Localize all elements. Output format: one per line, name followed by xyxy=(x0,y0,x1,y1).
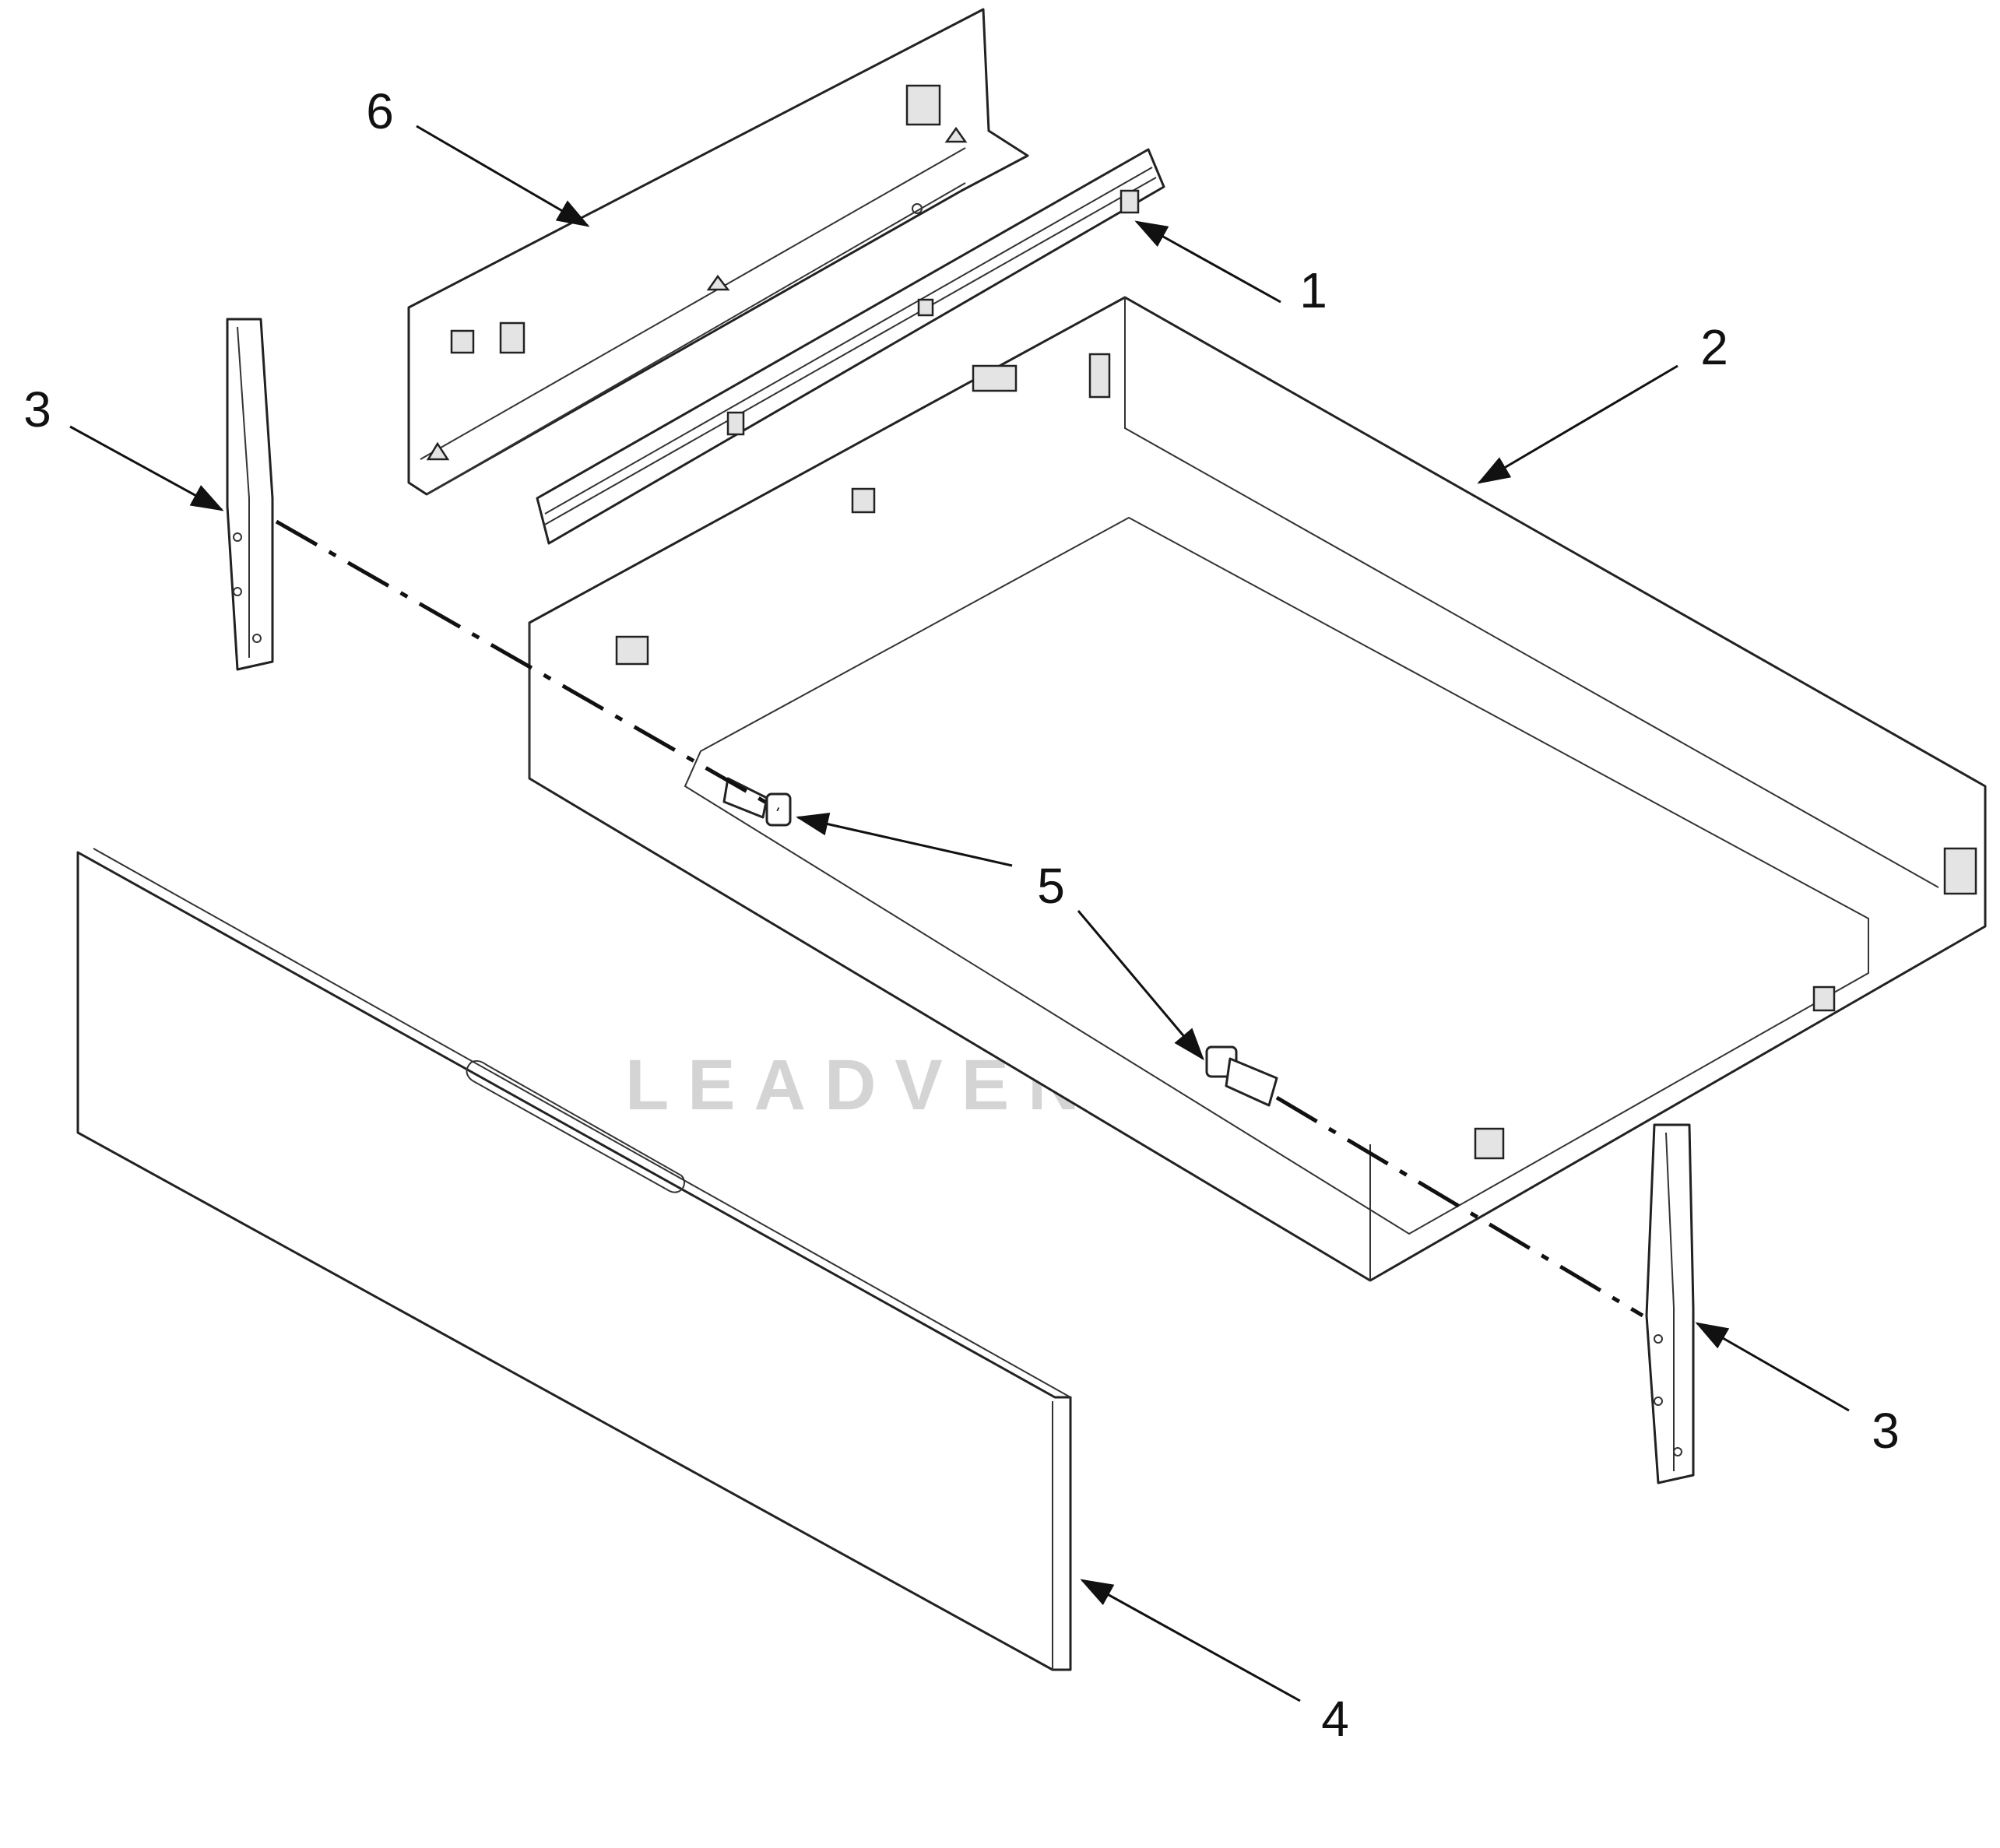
leader-2 xyxy=(1477,364,1678,484)
part-3-left-bracket xyxy=(226,318,274,671)
part-2-drawer-body xyxy=(528,296,1987,1282)
leader-5-left xyxy=(796,812,1013,867)
leader-5-right xyxy=(1077,910,1204,1061)
part-4-drawer-front xyxy=(76,848,1072,1671)
callout-4: 4 xyxy=(1321,1691,1349,1747)
callout-6: 6 xyxy=(366,83,394,139)
drawer-handle xyxy=(466,1060,685,1193)
callout-3-right: 3 xyxy=(1872,1403,1900,1459)
leader-4 xyxy=(1080,1579,1301,1702)
callout-2: 2 xyxy=(1700,319,1728,375)
part-1-drawer-slide xyxy=(536,148,1165,545)
callout-1: 1 xyxy=(1299,262,1327,318)
part-5-screw-right xyxy=(1205,1045,1278,1107)
leader-3-left xyxy=(69,425,224,511)
leader-3-right xyxy=(1695,1322,1850,1412)
assembly-line-right xyxy=(1275,1095,1644,1318)
leader-1 xyxy=(1134,220,1281,304)
callout-3-left: 3 xyxy=(23,381,51,437)
part-3-right-bracket xyxy=(1645,1123,1695,1484)
part-6-rear-panel xyxy=(407,8,1029,496)
leader-6 xyxy=(416,125,590,227)
assembly-line-left xyxy=(275,519,780,812)
callout-5: 5 xyxy=(1037,858,1065,914)
